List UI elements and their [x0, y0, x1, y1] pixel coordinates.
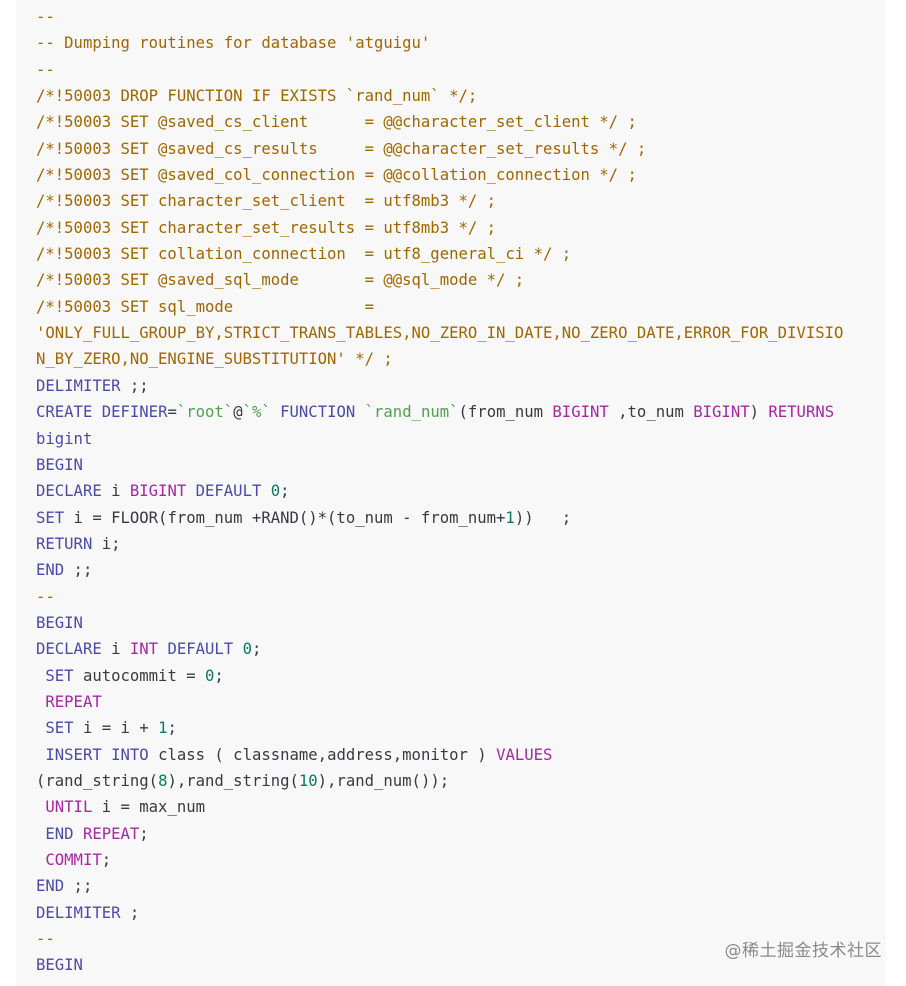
- code-line: REPEAT: [45, 692, 102, 711]
- code-line: UNTIL i = max_num: [45, 798, 206, 817]
- code-line: --: [36, 587, 55, 606]
- code-line: (rand_string(8),rand_string(10),rand_num…: [36, 771, 450, 790]
- code-line: CREATE DEFINER=`root`@`%` FUNCTION `rand…: [36, 403, 835, 422]
- code-line: DELIMITER ;;: [36, 376, 149, 395]
- code-line: SET autocommit = 0;: [45, 666, 224, 685]
- code-line: RETURN i;: [36, 534, 121, 553]
- code-block: -- -- Dumping routines for database 'atgu…: [16, 0, 886, 986]
- code-line: /*!50003 DROP FUNCTION IF EXISTS `rand_n…: [36, 87, 478, 106]
- code-line: SET i = FLOOR(from_num +RAND()*(to_num -…: [36, 508, 572, 527]
- code-line: END ;;: [36, 877, 93, 896]
- code-line: -- Dumping routines for database 'atguig…: [36, 34, 431, 53]
- code-line: DELIMITER ;: [36, 903, 140, 922]
- code-line: COMMIT;: [45, 851, 112, 869]
- code-line: /*!50003 SET @saved_cs_results = @@chara…: [36, 139, 647, 158]
- code-line: --: [36, 60, 55, 79]
- code-line: /*!50003 SET @saved_sql_mode = @@sql_mod…: [36, 271, 525, 290]
- code-line: /*!50003 SET character_set_results = utf…: [36, 218, 497, 237]
- code-line: END ;;: [36, 561, 93, 580]
- code-line: 'ONLY_FULL_GROUP_BY,STRICT_TRANS_TABLES,…: [36, 324, 844, 343]
- watermark: @稀土掘金技术社区: [724, 941, 882, 961]
- code-line: /*!50003 SET @saved_col_connection = @@c…: [36, 166, 637, 185]
- code-line: END REPEAT;: [45, 824, 149, 843]
- code-line: SET i = i + 1;: [45, 719, 177, 738]
- code-line: DECLARE i INT DEFAULT 0;: [36, 640, 262, 659]
- code-line: N_BY_ZERO,NO_ENGINE_SUBSTITUTION' */ ;: [36, 350, 393, 369]
- code-line: /*!50003 SET collation_connection = utf8…: [36, 245, 572, 264]
- code-line: DECLARE i BIGINT DEFAULT 0;: [36, 482, 290, 501]
- code-line: BEGIN: [36, 956, 83, 975]
- code-line: bigint: [36, 429, 93, 448]
- code-line: /*!50003 SET sql_mode =: [36, 297, 374, 316]
- code-line: BEGIN: [36, 613, 83, 632]
- code-line: /*!50003 SET @saved_cs_client = @@charac…: [36, 113, 637, 132]
- code-line: --: [36, 930, 55, 949]
- code-line: INSERT INTO class ( classname,address,mo…: [45, 745, 553, 764]
- code-line: BEGIN: [36, 455, 83, 474]
- code-line: /*!50003 SET character_set_client = utf8…: [36, 192, 497, 211]
- code-line: --: [36, 8, 55, 26]
